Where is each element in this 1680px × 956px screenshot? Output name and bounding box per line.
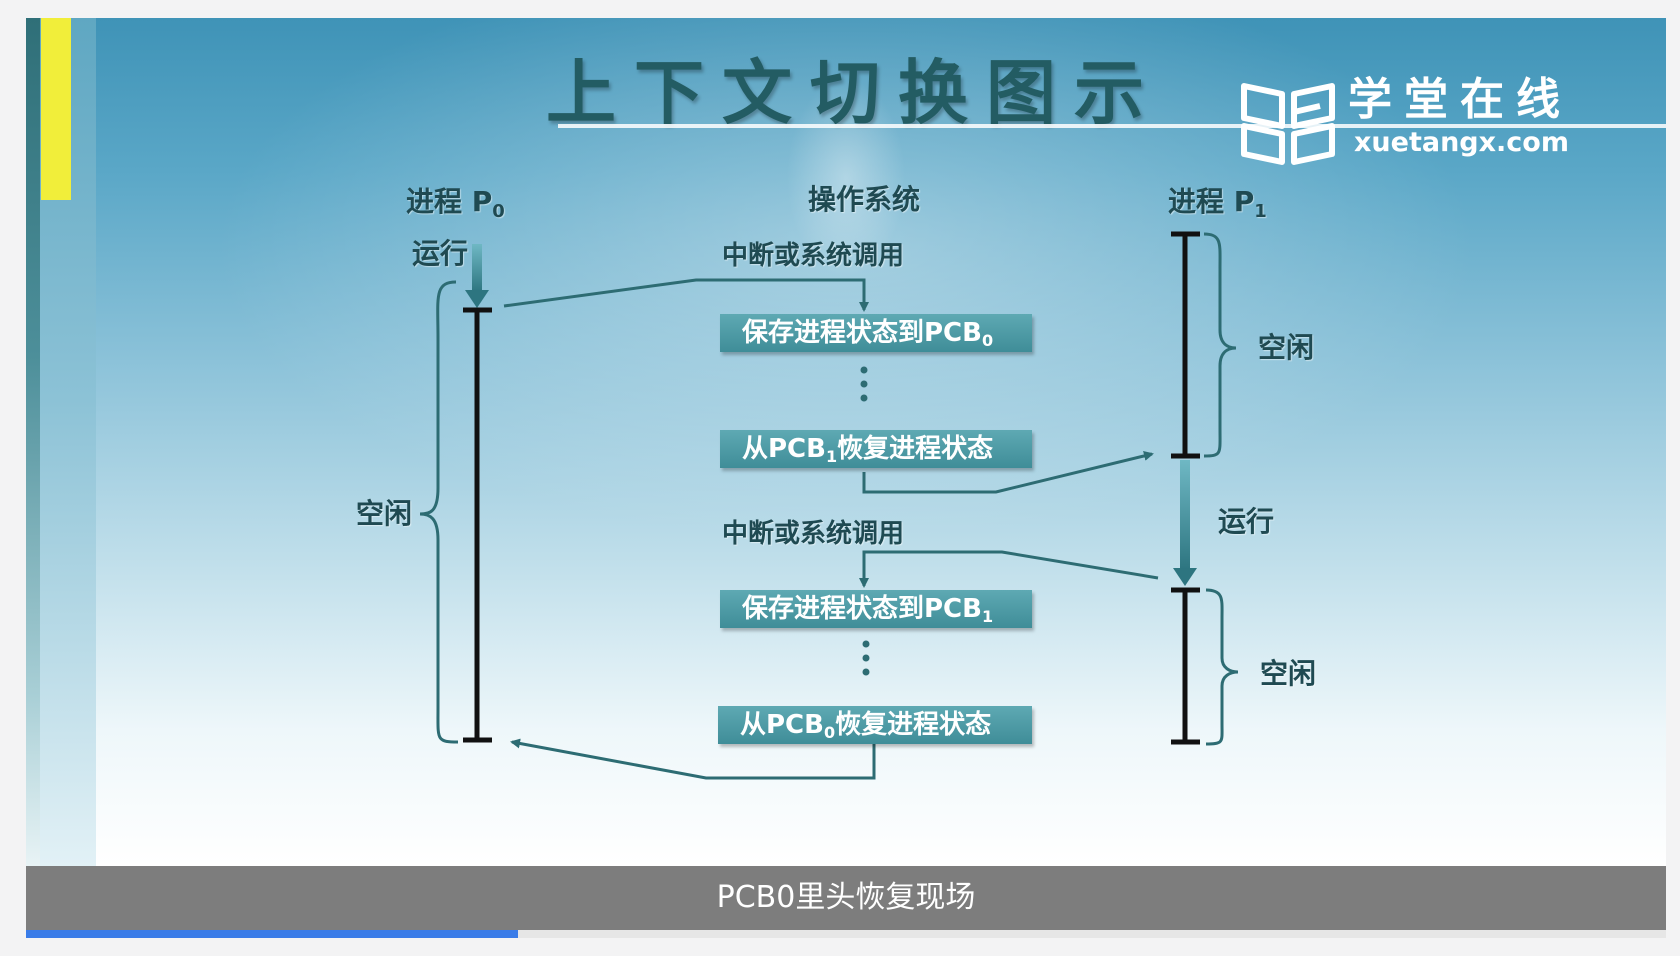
- save-state-pcb1-box: 保存进程状态到PCB1: [720, 590, 1032, 628]
- p1-idle-top-label: 空闲: [1258, 331, 1315, 364]
- arrow-p0-to-os: [503, 278, 869, 312]
- context-switch-diagram: [419, 231, 1239, 780]
- os-header: 操作系统: [808, 183, 921, 216]
- p1-idle-top-brace: [1203, 232, 1237, 458]
- video-progress-fill: [26, 930, 518, 938]
- flow-arrows: [503, 278, 1159, 780]
- interrupt-label-1: 中断或系统调用: [722, 241, 905, 271]
- video-player[interactable]: 上下文切换图示 学堂在线 xuetangx.com: [26, 18, 1666, 938]
- save-state-pcb0-box: 保存进程状态到PCB0: [720, 314, 1032, 352]
- slide-title: 上下文切换图示: [546, 51, 1162, 134]
- p1-running-arrow: [1173, 460, 1197, 586]
- ellipsis-dots-2: [862, 640, 870, 676]
- p0-header: 进程 P0: [406, 185, 505, 223]
- ellipsis-dots-1: [860, 366, 868, 402]
- restore-from-pcb0-box: 从PCB0恢复进程状态: [718, 706, 1032, 744]
- title-divider: [558, 124, 1666, 128]
- arrow-os-to-p1: [862, 451, 1154, 494]
- p1-idle-bottom-timeline: [1171, 587, 1200, 745]
- xuetangx-logo-icon: [1241, 83, 1335, 165]
- p1-idle-top-timeline: [1171, 231, 1200, 459]
- logo-url: xuetangx.com: [1354, 127, 1569, 158]
- p0-running-label: 运行: [412, 237, 469, 270]
- slide-decoration: [786, 78, 906, 278]
- p1-idle-bottom-brace: [1205, 588, 1239, 746]
- slide-yellow-tab: [41, 18, 71, 200]
- video-progress-bar[interactable]: [26, 930, 1666, 938]
- subtitle-text: PCB0里头恢复现场: [716, 880, 976, 915]
- subtitle-bar: PCB0里头恢复现场: [26, 866, 1666, 930]
- logo-wordmark: 学堂在线: [1348, 74, 1572, 125]
- p1-header: 进程 P1: [1168, 185, 1267, 223]
- p0-running-arrow: [465, 244, 489, 308]
- p0-idle-timeline: [463, 307, 492, 743]
- p1-running-label: 运行: [1218, 505, 1275, 538]
- arrow-p1-to-os: [859, 550, 1159, 588]
- interrupt-label-2: 中断或系统调用: [722, 519, 905, 549]
- video-frame[interactable]: 上下文切换图示 学堂在线 xuetangx.com: [26, 18, 1666, 866]
- p0-idle-brace: [419, 280, 459, 744]
- p1-idle-bottom-label: 空闲: [1260, 657, 1317, 690]
- p0-idle-label: 空闲: [356, 497, 413, 530]
- restore-from-pcb1-box: 从PCB1恢复进程状态: [720, 430, 1032, 468]
- arrow-os-to-p0: [510, 738, 876, 780]
